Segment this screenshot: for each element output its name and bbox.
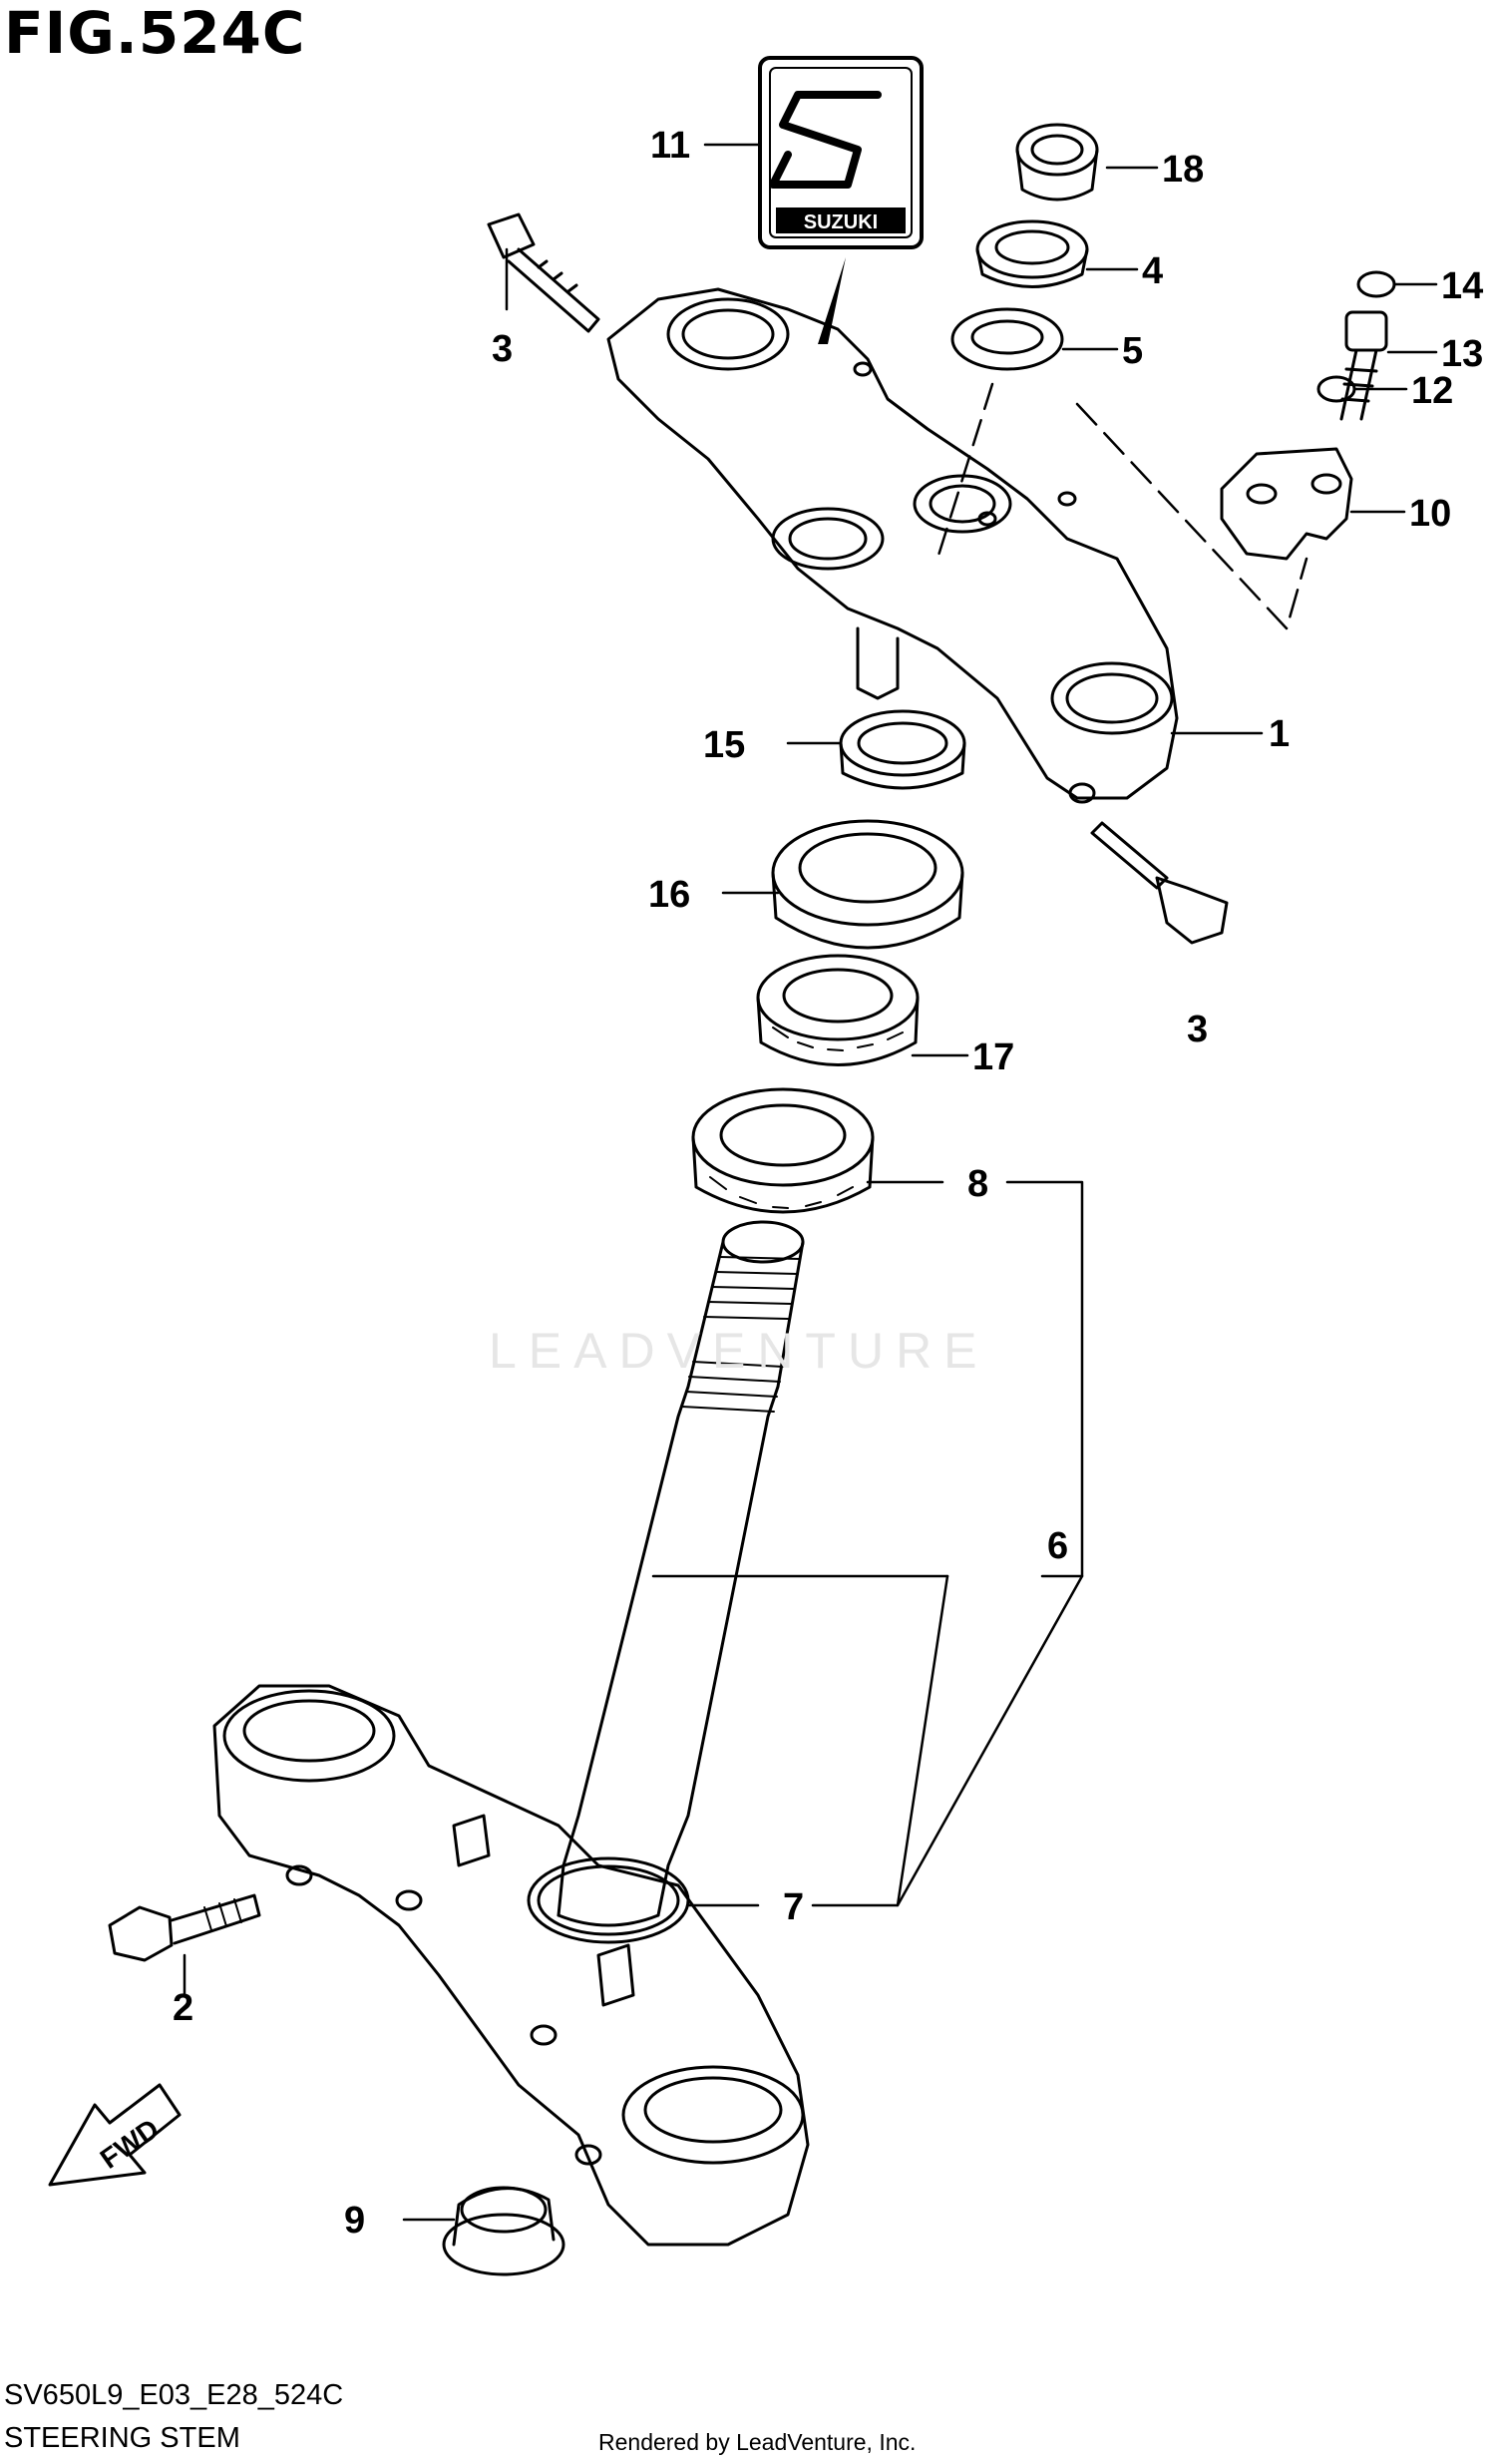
- callout-6: 6: [1047, 1525, 1069, 1567]
- upper-bracket: [606, 287, 1179, 804]
- callout-4: 4: [1142, 250, 1164, 292]
- callout-2: 2: [173, 1987, 194, 2029]
- cap-9: [442, 2186, 565, 2276]
- handlebar-holder-10: [1220, 447, 1353, 561]
- callout-5: 5: [1122, 330, 1144, 372]
- callout-11: 11: [650, 125, 691, 167]
- callout-7: 7: [783, 1886, 805, 1928]
- washer-5: [950, 307, 1064, 371]
- callout-12: 12: [1411, 370, 1454, 412]
- callout-17: 17: [972, 1036, 1015, 1078]
- bearing-8: [691, 1087, 875, 1214]
- guide-line-right: [1075, 402, 1309, 630]
- figure-title: FIG.524C: [4, 0, 306, 67]
- rendered-by-credit: Rendered by LeadVenture, Inc.: [598, 2429, 917, 2455]
- model-code: SV650L9_E03_E28_524C: [4, 2379, 344, 2411]
- callout-10: 10: [1409, 493, 1452, 535]
- cap-18: [1015, 123, 1099, 202]
- bearing-17: [756, 954, 920, 1066]
- callout-13: 13: [1441, 333, 1484, 375]
- watermark: LEADVENTURE: [489, 1323, 989, 1379]
- bolt-3-lower-right: [1090, 821, 1229, 945]
- callout-3-lower: 3: [1187, 1009, 1209, 1050]
- callout-18: 18: [1162, 149, 1205, 191]
- callout-1: 1: [1269, 713, 1291, 755]
- callout-16: 16: [648, 874, 691, 916]
- cap-14: [1356, 270, 1396, 298]
- section-name: STEERING STEM: [4, 2422, 240, 2454]
- fwd-arrow: FWD: [48, 2083, 182, 2187]
- dust-seal-16: [771, 819, 964, 950]
- callout-3-upper: 3: [492, 328, 514, 370]
- leader-lines: [183, 143, 1438, 2222]
- callout-9: 9: [344, 2200, 366, 2242]
- callout-15: 15: [703, 724, 746, 766]
- callout-14: 14: [1441, 265, 1484, 307]
- nut-4: [975, 219, 1089, 288]
- bolt-2: [108, 1893, 261, 1962]
- fwd-arrow-label: FWD: [95, 2113, 165, 2175]
- suzuki-emblem: SUZUKI: [758, 56, 924, 344]
- bolt-3-upper: [487, 212, 600, 333]
- callout-8: 8: [967, 1163, 989, 1205]
- emblem-text: SUZUKI: [804, 211, 878, 233]
- adjust-nut-15: [839, 709, 966, 790]
- guide-line: [935, 382, 994, 561]
- bolt-13: [1339, 310, 1388, 421]
- lower-bracket: [212, 1684, 810, 2247]
